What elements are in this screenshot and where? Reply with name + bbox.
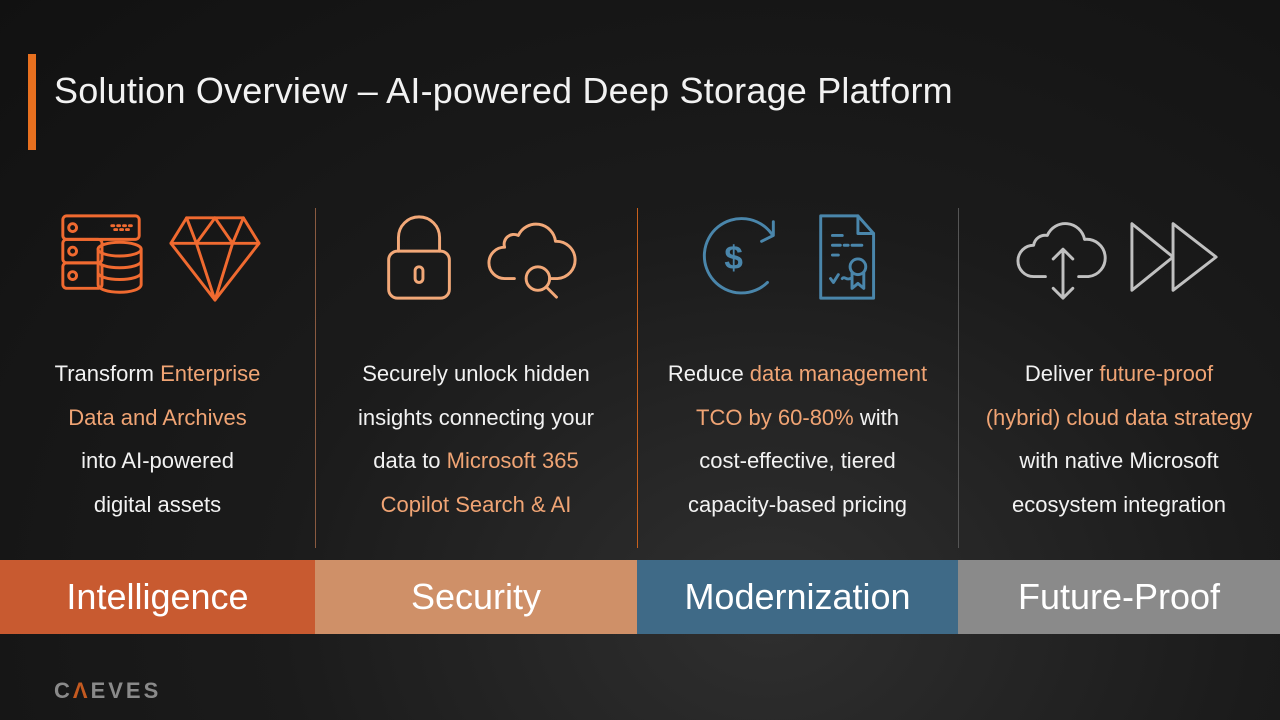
text: data to [373, 448, 447, 473]
description-line: Copilot Search & AI [315, 483, 637, 527]
pillar-icons: $ [637, 210, 958, 304]
description-line: into AI-powered [0, 439, 315, 483]
page-title: Solution Overview – AI-powered Deep Stor… [54, 70, 953, 111]
text: Transform [54, 361, 161, 386]
text: with [853, 404, 899, 430]
padlock-icon [387, 215, 451, 300]
description-line: (hybrid) cloud data strategy [958, 396, 1280, 440]
pillar-label: Modernization [684, 576, 911, 617]
text: cost-effective, tiered [699, 448, 896, 473]
description-line: Transform Enterprise [0, 352, 315, 396]
description-line: digital assets [0, 483, 315, 527]
svg-text:$: $ [724, 240, 743, 277]
pillar-label-bar: Intelligence [0, 560, 315, 634]
dollar-refresh-icon: $ [702, 217, 775, 295]
diamond-icon [168, 216, 261, 302]
cloud-upload-download-icon [1016, 222, 1107, 300]
description-line: capacity-based pricing [637, 483, 958, 527]
title-accent-bar [28, 54, 36, 150]
highlight-text: Microsoft 365 [446, 448, 579, 473]
highlight-text: (hybrid) cloud data strategy [985, 404, 1253, 430]
text: with native Microsoft [1019, 448, 1219, 473]
pillar-security: Securely unlock hidden insights connectin… [315, 0, 637, 635]
highlight-text: TCO by 60-80% [696, 404, 854, 430]
text: ecosystem integration [1012, 491, 1226, 517]
caeves-logo: CΛEVES [54, 678, 162, 703]
description-line: with native Microsoft [958, 439, 1280, 483]
pillar-future-proof: Deliver future-proof (hybrid) cloud data … [958, 0, 1280, 635]
column-divider [637, 208, 638, 548]
text: capacity-based pricing [688, 491, 907, 517]
certificate-document-icon [818, 214, 875, 300]
highlight-text: future-proof [1099, 361, 1214, 386]
description-line: cost-effective, tiered [637, 439, 958, 483]
server-database-icon [60, 214, 143, 294]
pillar-label-bar: Security [315, 560, 637, 634]
text: Deliver [1024, 361, 1100, 386]
pillar-icons [958, 210, 1280, 304]
description-line: insights connecting your [315, 396, 637, 440]
pillar-label: Security [410, 576, 542, 617]
highlight-text: Enterprise [160, 361, 261, 386]
highlight-text: Copilot Search & AI [380, 491, 572, 517]
pillar-description: Securely unlock hidden insights connectin… [315, 352, 637, 526]
pillar-label: Intelligence [66, 576, 249, 617]
text: insights connecting your [357, 404, 595, 430]
description-line: TCO by 60-80% with [637, 396, 958, 440]
pillar-description: Deliver future-proof (hybrid) cloud data … [958, 352, 1280, 526]
text: Reduce [667, 361, 750, 386]
cloud-search-icon [487, 222, 577, 299]
description-line: Securely unlock hidden [315, 352, 637, 396]
pillar-label-bar: Modernization [637, 560, 958, 634]
description-line: ecosystem integration [958, 483, 1280, 527]
pillar-label: Future-Proof [1017, 576, 1221, 617]
description-line: Data and Archives [0, 396, 315, 440]
column-divider [958, 208, 959, 548]
highlight-text: Data and Archives [68, 404, 247, 430]
description-line: Reduce data management [637, 352, 958, 396]
fast-forward-icon [1130, 222, 1218, 292]
text: into AI-powered [81, 448, 234, 473]
column-divider [315, 208, 316, 548]
text: digital assets [93, 491, 222, 517]
text: Securely unlock hidden [362, 361, 590, 386]
description-line: Deliver future-proof [958, 352, 1280, 396]
pillar-icons [0, 210, 315, 304]
pillar-icons [315, 210, 637, 304]
description-line: data to Microsoft 365 [315, 439, 637, 483]
highlight-text: data management [749, 361, 928, 386]
pillar-label-bar: Future-Proof [958, 560, 1280, 634]
